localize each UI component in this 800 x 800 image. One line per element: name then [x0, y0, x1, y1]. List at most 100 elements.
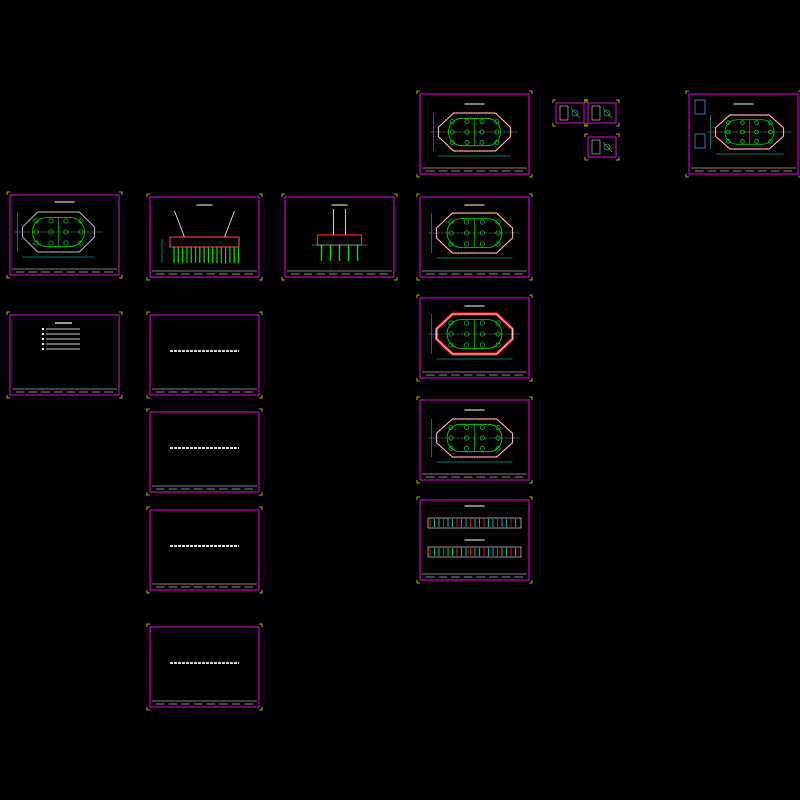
- pile: [495, 230, 501, 236]
- pile: [448, 446, 454, 451]
- pile: [768, 120, 773, 125]
- pile: [495, 425, 501, 430]
- corner-mark: [394, 193, 398, 197]
- corner-mark: [584, 123, 588, 127]
- pile: [48, 240, 54, 246]
- pile: [464, 119, 470, 124]
- sheet-text-sheet-3: [146, 506, 263, 594]
- corner-mark: [146, 193, 150, 197]
- corner-mark: [416, 277, 420, 281]
- detail-circle: [571, 109, 579, 117]
- pile: [479, 140, 485, 145]
- pile: [494, 119, 500, 124]
- corner-mark: [529, 396, 533, 400]
- corner-mark: [259, 623, 263, 627]
- corner-mark: [416, 496, 420, 500]
- pile: [33, 240, 39, 246]
- pile: [63, 240, 69, 246]
- cap-outline: [436, 212, 513, 254]
- sheet-index-sheet: [6, 311, 123, 399]
- pile: [449, 119, 455, 124]
- corner-mark: [798, 176, 800, 178]
- sheet-elevation-strip: [416, 496, 533, 584]
- index-bullet: [42, 348, 44, 350]
- corner-mark: [416, 174, 420, 178]
- detail-body: [591, 105, 601, 121]
- corner-mark: [416, 580, 420, 584]
- drawing-sheets: [6, 90, 800, 711]
- detail-circle: [603, 143, 611, 151]
- corner-mark: [529, 580, 533, 584]
- sheet-border: [149, 509, 260, 591]
- corner-mark: [119, 311, 123, 315]
- pile: [495, 219, 501, 225]
- elevation-band: [427, 546, 522, 558]
- corner-mark: [685, 90, 689, 94]
- pile: [479, 446, 485, 451]
- pile: [479, 119, 485, 124]
- corner-mark: [146, 707, 150, 711]
- corner-mark: [616, 133, 620, 137]
- corner-mark: [529, 480, 533, 484]
- pile: [754, 120, 759, 125]
- sheet-border: [688, 93, 799, 175]
- sheet-border: [555, 102, 585, 124]
- corner-mark: [259, 408, 263, 412]
- corner-mark: [119, 395, 123, 399]
- pile: [464, 425, 470, 430]
- corner-mark: [529, 277, 533, 281]
- corner-mark: [146, 506, 150, 510]
- corner-mark: [416, 193, 420, 197]
- corner-mark: [616, 123, 620, 127]
- pile: [448, 425, 454, 430]
- detail-body: [591, 139, 601, 155]
- corner-mark: [146, 408, 150, 412]
- index-bullet: [42, 338, 44, 340]
- detail-callout: [694, 99, 706, 115]
- pile: [448, 342, 454, 348]
- corner-mark: [416, 480, 420, 484]
- pile: [479, 241, 485, 247]
- corner-mark: [6, 311, 10, 315]
- corner-mark: [552, 99, 556, 103]
- pile: [768, 139, 773, 144]
- corner-mark: [529, 193, 533, 197]
- pile: [479, 320, 485, 326]
- pile: [63, 218, 69, 224]
- detail-callout: [694, 133, 706, 149]
- corner-mark: [6, 191, 10, 195]
- corner-mark: [394, 277, 398, 281]
- pile: [464, 140, 470, 145]
- sheet-border: [419, 196, 530, 278]
- sheet-border: [9, 194, 120, 276]
- corner-mark: [281, 277, 285, 281]
- elevation-band: [427, 517, 522, 529]
- cap-hatch: [169, 236, 240, 248]
- corner-mark: [259, 311, 263, 315]
- pile: [726, 139, 731, 144]
- pier-outline: [333, 209, 346, 235]
- corner-mark: [584, 133, 588, 137]
- pier-outline: [174, 210, 235, 238]
- corner-mark: [416, 90, 420, 94]
- pile: [464, 320, 470, 326]
- corner-mark: [798, 90, 800, 92]
- corner-mark: [281, 193, 285, 197]
- pile: [479, 342, 485, 348]
- pile: [78, 240, 84, 246]
- pile: [449, 140, 455, 145]
- sheet-foundation-plan-3: [416, 294, 533, 382]
- pile: [448, 219, 454, 225]
- corner-mark: [529, 378, 533, 382]
- corner-mark: [146, 590, 150, 594]
- sheet-detail-small-3: [584, 133, 620, 161]
- corner-mark: [529, 90, 533, 94]
- detail-circle: [603, 109, 611, 117]
- corner-mark: [259, 590, 263, 594]
- corner-mark: [616, 157, 620, 161]
- sheet-text-sheet-4: [146, 623, 263, 711]
- corner-mark: [584, 157, 588, 161]
- pile: [740, 139, 745, 144]
- sheet-border: [149, 314, 260, 396]
